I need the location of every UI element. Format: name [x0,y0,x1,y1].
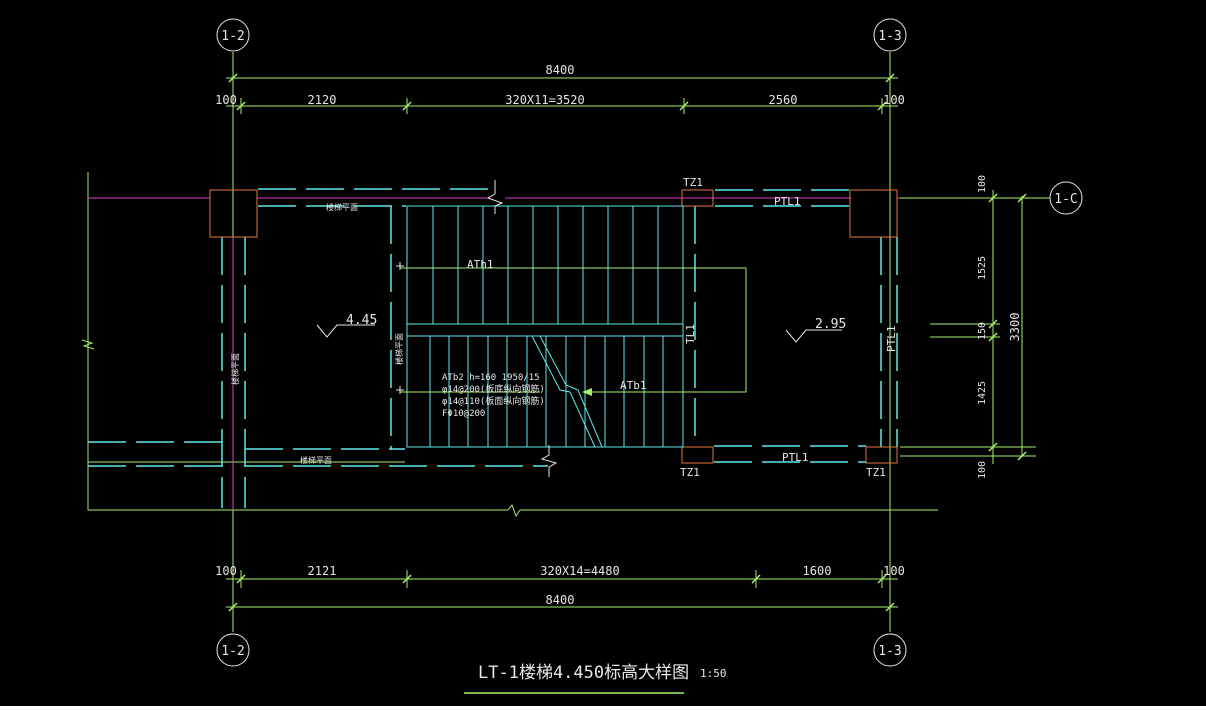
dim-top-overall: 8400 [546,63,575,77]
label-elevation-left: 4.45 [346,313,377,328]
elevation-marker-right [785,329,842,343]
label-ptl1-bottom: PTL1 [782,451,809,464]
dim-top-right-edge: 100 [883,93,905,107]
column-tz1-top[interactable] [681,189,714,207]
dim-bottom-left-edge: 100 [215,564,237,578]
dim-right-d1: 1525 [977,256,988,280]
label-elevation-right: 2.95 [815,317,846,332]
axis-label-bottom-left: 1-2 [221,644,244,659]
dim-bottom-seg1: 2121 [308,564,337,578]
dim-right-bottom: 100 [977,461,988,479]
elevation-marker-left [316,324,375,338]
label-tz1-bottom-right: TZ1 [866,466,886,479]
axis-label-bottom-right: 1-3 [878,644,901,659]
stair-flights [406,205,684,448]
note-plan-bottom: 楼梯平面 [300,455,332,465]
label-ath1-upper: ATh1 [467,258,494,271]
dim-right-d3: 1425 [977,381,988,405]
dim-top-seg1: 2120 [308,93,337,107]
axis-bubble-top-right[interactable] [873,18,907,52]
spec-rebar-distribution: FΦ10@200 [442,409,485,419]
dim-top-seg2: 320X11=3520 [505,93,584,107]
dim-top-left-edge: 100 [215,93,237,107]
column-top-right[interactable] [849,189,898,238]
axis-label-top-left: 1-2 [221,29,244,44]
label-tz1-top: TZ1 [683,176,703,189]
axis-bubble-top-left[interactable] [216,18,250,52]
spec-rebar-top: φ14@110(板面纵向钢筋) [442,395,545,407]
spec-rebar-bottom: φ14@200(板底纵向钢筋) [442,383,545,395]
label-tz1-bottom-left: TZ1 [680,466,700,479]
axis-bubble-bottom-left[interactable] [216,633,250,667]
dim-right-overall: 3300 [1008,313,1022,342]
drawing-scale: 1:50 [700,667,727,680]
drawing-title: LT-1楼梯4.450标高大样图 [478,663,689,683]
dim-right-top: 100 [977,175,988,193]
status-strip [0,706,1206,710]
label-ptl1-top: PTL1 [774,195,801,208]
label-ptl1-right: PTL1 [885,326,898,353]
note-plan-vertical-left: 楼梯平面 [230,353,240,385]
note-plan-vertical-mid: 楼梯平面 [394,333,404,365]
axis-label-right: 1-C [1054,192,1077,207]
column-tz1-bottom-left[interactable] [681,446,714,464]
spec-ath2: ATb2 h=160 1950/15 [442,373,540,383]
column-top-left[interactable] [209,189,258,238]
dim-bottom-right-edge: 100 [883,564,905,578]
label-tl1: TL1 [684,324,697,344]
dim-top-seg3: 2560 [769,93,798,107]
dim-bottom-overall: 8400 [546,593,575,607]
label-atb1-lower: ATb1 [620,379,647,392]
axis-bubble-bottom-right[interactable] [873,633,907,667]
column-tz1-bottom-right[interactable] [865,446,898,464]
dim-bottom-seg2: 320X14=4480 [540,564,619,578]
dim-bottom-seg3: 1600 [803,564,832,578]
dim-right-d2: 150 [977,322,988,340]
note-plan-top: 楼梯平面 [326,202,358,212]
axis-label-top-right: 1-3 [878,29,901,44]
